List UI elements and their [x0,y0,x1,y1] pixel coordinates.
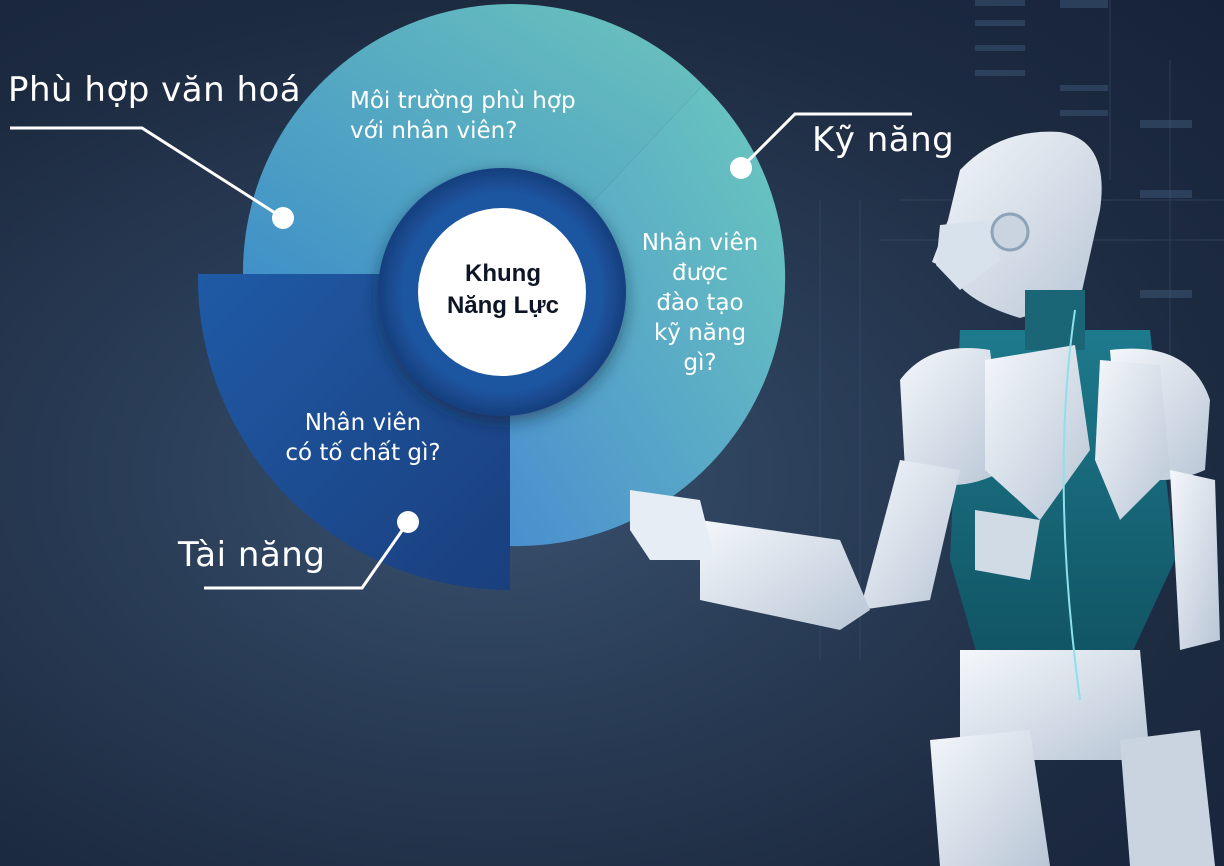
question-culture-line: với nhân viên? [350,118,518,144]
question-talent: Nhân viên có tố chất gì? [268,408,458,468]
question-talent-line: Nhân viên [304,410,422,436]
label-skills: Kỹ năng [812,120,955,160]
connector-skills [739,112,912,170]
center-title-line2: Năng Lực [446,292,560,319]
question-skills: Nhân viên được đào tạo kỹ năng gì? [632,228,768,378]
question-talent-line: có tố chất gì? [285,440,441,466]
dot-talent [397,511,419,533]
question-skills-line: gì? [683,350,717,376]
question-culture: Môi trường phù hợp với nhân viên? [350,86,576,146]
label-talent: Tài năng [178,535,326,575]
segment-culture [242,3,703,290]
question-skills-line: kỹ năng [653,320,747,346]
question-skills-line: đào tạo [656,290,744,316]
dot-skills [730,157,752,179]
segment-skills [510,85,786,547]
core-circle [418,208,586,376]
center-title-line1: Khung [465,260,541,287]
dot-culture [272,207,294,229]
connector-talent [204,521,410,590]
center-title: Khung Năng Lực [428,258,578,322]
connector-culture [10,126,284,220]
question-skills-line: Nhân viên [641,230,759,256]
question-culture-line: Môi trường phù hợp [350,88,576,114]
label-culture: Phù hợp văn hoá [8,70,302,110]
question-skills-line: được [672,260,728,286]
